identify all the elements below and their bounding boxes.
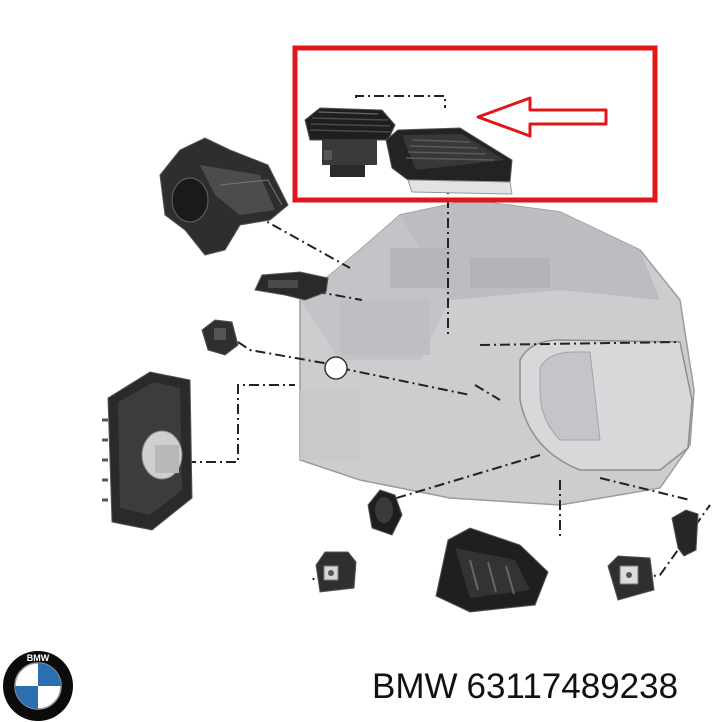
reference-circle (324, 356, 348, 380)
cable-connector-block (435, 527, 549, 613)
bracket-part (254, 271, 329, 301)
grommet-part (367, 489, 403, 536)
headlight-lens (519, 339, 693, 471)
highlight-box (292, 45, 658, 203)
brand-name: BMW (372, 667, 458, 706)
ballast-module (102, 371, 193, 531)
control-module-left (304, 107, 396, 177)
connector-left (315, 551, 357, 593)
connector-right (607, 555, 655, 601)
part-number: 63117489238 (466, 667, 679, 706)
logo-text: BMW (27, 653, 50, 663)
bmw-roundel-logo: BMW (3, 651, 73, 721)
control-module-right (385, 127, 513, 195)
highlight-arrow (476, 96, 608, 138)
small-clip (201, 319, 239, 356)
clip-right (671, 509, 699, 557)
bulb-socket-adapter (159, 137, 289, 256)
headlight-housing (299, 199, 695, 506)
